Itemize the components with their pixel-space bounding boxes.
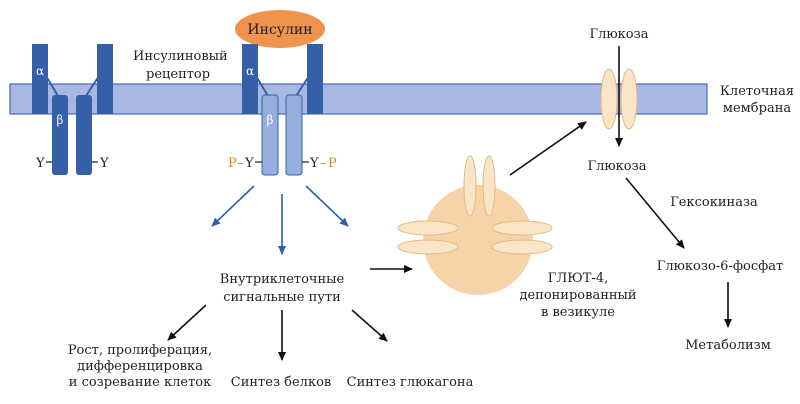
signal-pathways-line2: сигнальные пути <box>223 290 341 305</box>
tyrosine-left: Y <box>35 156 45 171</box>
glut4-label-line3: в везикуле <box>541 305 615 320</box>
insulin-label: Инсулин <box>247 22 312 38</box>
beta-label: β <box>267 113 274 127</box>
receptor-alpha-right <box>97 44 113 114</box>
receptor-link-left <box>255 75 269 97</box>
glut4-transporter <box>482 155 496 217</box>
tyrosine-left: Y <box>244 156 254 171</box>
glut4-label-line1: ГЛЮТ-4, <box>548 271 608 286</box>
glut4-transporter <box>397 239 459 255</box>
vesicle-body <box>423 185 533 295</box>
metabolism-label: Метаболизм <box>685 338 771 353</box>
phosphate-dash-right: – <box>320 156 327 171</box>
membrane-label-line2: мембрана <box>723 101 791 116</box>
glut4-transporter <box>463 155 477 217</box>
cell-membrane <box>9 83 708 115</box>
receptor-link-left <box>45 75 59 97</box>
receptor-alpha-right <box>307 44 323 114</box>
glut4-label-line2: депонированный <box>519 288 636 303</box>
tyrosine-right: Y <box>309 156 319 171</box>
receptor-label-line2: рецептор <box>146 67 210 82</box>
protein-synthesis-label: Синтез белков <box>231 375 331 390</box>
growth-label-line3: и созревание клеток <box>69 375 211 390</box>
alpha-label: α <box>36 64 44 78</box>
glut4-vesicle <box>397 155 553 295</box>
insulin-receptor-unbound: α β Y Y <box>32 44 113 175</box>
glut4-transporter <box>491 239 553 255</box>
glucagon-synthesis-label: Синтез глюкагона <box>347 375 474 390</box>
alpha-label: α <box>246 64 254 78</box>
receptor-alpha-left <box>242 44 258 114</box>
receptor-beta-left <box>52 95 68 175</box>
signal-arrow-left <box>211 185 255 227</box>
beta-label: β <box>57 113 64 127</box>
arrow-vesicle-to-membrane <box>509 121 587 176</box>
receptor-beta-right <box>76 95 92 175</box>
receptor-beta-left <box>261 94 279 176</box>
growth-label-line2: дифференцировка <box>77 359 203 374</box>
membrane-glut4-right <box>620 68 638 130</box>
glucose-inside-label: Глюкоза <box>588 159 647 174</box>
phosphate-dash-left: – <box>237 156 244 171</box>
glut4-transporter <box>397 220 459 236</box>
insulin-receptor-bound: Инсулин α β P – Y Y – P <box>228 10 337 176</box>
phosphate-left: P <box>228 156 237 171</box>
signal-pathways-line1: Внутриклеточные <box>220 272 345 287</box>
membrane-label-line1: Клеточная <box>720 84 794 99</box>
receptor-link-right <box>85 75 100 97</box>
signal-arrow-right <box>305 185 349 227</box>
receptor-alpha-left <box>32 44 48 114</box>
glut4-transporter <box>491 220 553 236</box>
receptor-link-right <box>295 75 310 97</box>
receptor-beta-right <box>285 94 303 176</box>
membrane-glut4-left <box>600 68 618 130</box>
hexokinase-label: Гексокиназа <box>670 195 758 210</box>
growth-label-line1: Рост, пролиферация, <box>68 343 212 358</box>
phosphate-right: P <box>328 156 337 171</box>
effect-arrow-glucagon <box>351 309 388 342</box>
tyrosine-right: Y <box>99 156 109 171</box>
effect-arrow-growth <box>167 304 207 341</box>
g6p-label: Глюкозо-6-фосфат <box>657 259 784 274</box>
arrow-glucose-to-g6p <box>625 177 685 249</box>
insulin-molecule <box>235 10 325 48</box>
receptor-label-line1: Инсулиновый <box>133 49 228 64</box>
glucose-outside-label: Глюкоза <box>590 27 649 42</box>
